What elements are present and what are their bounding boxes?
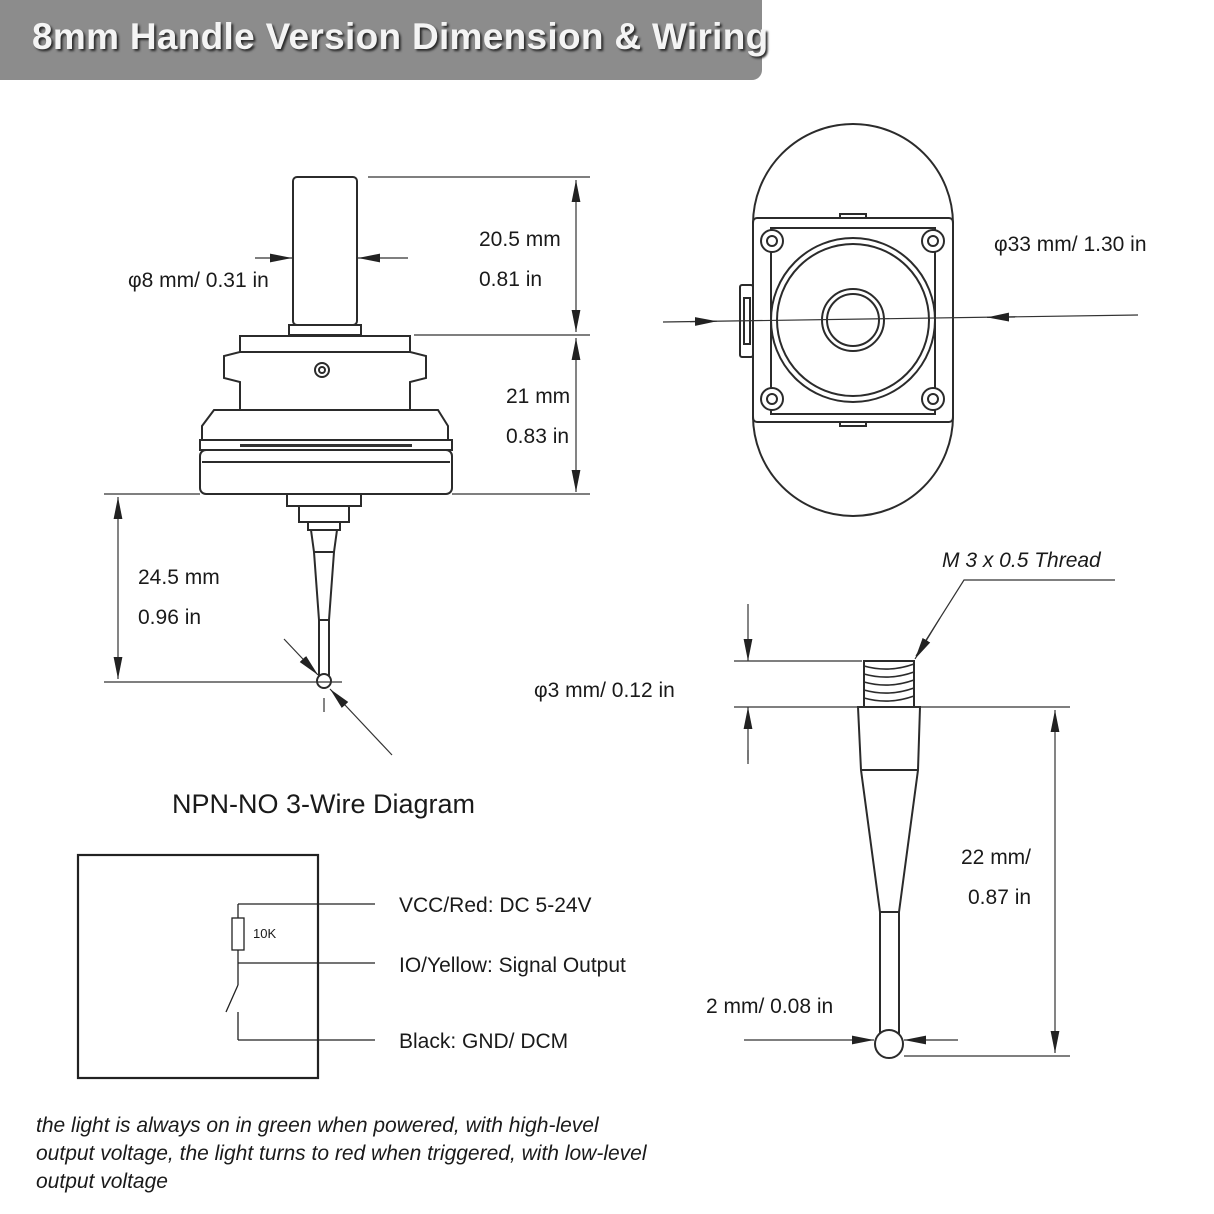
probe-side-view (199, 176, 453, 689)
io-wire-label: IO/Yellow: Signal Output (399, 954, 626, 977)
wiring-title: NPN-NO 3-Wire Diagram (172, 789, 475, 819)
page-title: 8mm Handle Version Dimension & Wiring (32, 16, 769, 57)
probe-flange (201, 409, 449, 441)
stylus-tip-ball (874, 1029, 904, 1059)
ball-diameter-label: 2 mm/ 0.08 in (706, 995, 833, 1018)
resistor-label: 10K (253, 926, 276, 941)
note-line: the light is always on in green when pow… (36, 1114, 599, 1137)
probe-base (199, 449, 453, 495)
note-line: output voltage, the light turns to red w… (36, 1142, 647, 1165)
handle-length-mm-label: 20.5 mm (479, 228, 561, 251)
handle-length-in-label: 0.81 in (479, 268, 542, 291)
handle-diameter-label: φ8 mm/ 0.31 in (128, 269, 269, 292)
handle-shank (292, 176, 358, 326)
probe-body-upper (223, 335, 427, 422)
wiring-diagram (76, 853, 375, 1080)
probe-top-view (739, 123, 954, 517)
vcc-wire-label: VCC/Red: DC 5-24V (399, 894, 592, 917)
body-height-mm-label: 21 mm (506, 385, 570, 408)
stylus-detail (856, 660, 922, 1059)
title-banner: 8mm Handle Version Dimension & Wiring (0, 0, 768, 80)
side-view-dimension-lines (104, 176, 590, 756)
stylus-side (309, 529, 339, 621)
top-view-dimension-lines (662, 312, 1139, 326)
resistor (231, 917, 245, 951)
stylus-detail-dimension-lines (734, 579, 1115, 1057)
stylus-rod (879, 911, 900, 1037)
corner-screws (760, 229, 945, 411)
tip-length-in-label: 0.87 in (968, 886, 1031, 909)
stylus-length-in-label: 0.96 in (138, 606, 201, 629)
switch (225, 984, 239, 1013)
tip-length-mm-label: 22 mm/ (961, 846, 1031, 869)
note-line: output voltage (36, 1170, 168, 1193)
thread-diameter-label: φ3 mm/ 0.12 in (534, 679, 675, 702)
indicator-light-note: the light is always on in green when pow… (36, 1112, 736, 1196)
wiring-box (76, 853, 320, 1080)
stylus-taper (856, 706, 922, 913)
thread-label: M 3 x 0.5 Thread (942, 549, 1102, 572)
body-height-in-label: 0.83 in (506, 425, 569, 448)
body-diameter-label: φ33 mm/ 1.30 in (994, 233, 1147, 256)
stylus-ball (316, 673, 332, 689)
gnd-wire-label: Black: GND/ DCM (399, 1030, 568, 1053)
stylus-length-mm-label: 24.5 mm (138, 566, 220, 589)
